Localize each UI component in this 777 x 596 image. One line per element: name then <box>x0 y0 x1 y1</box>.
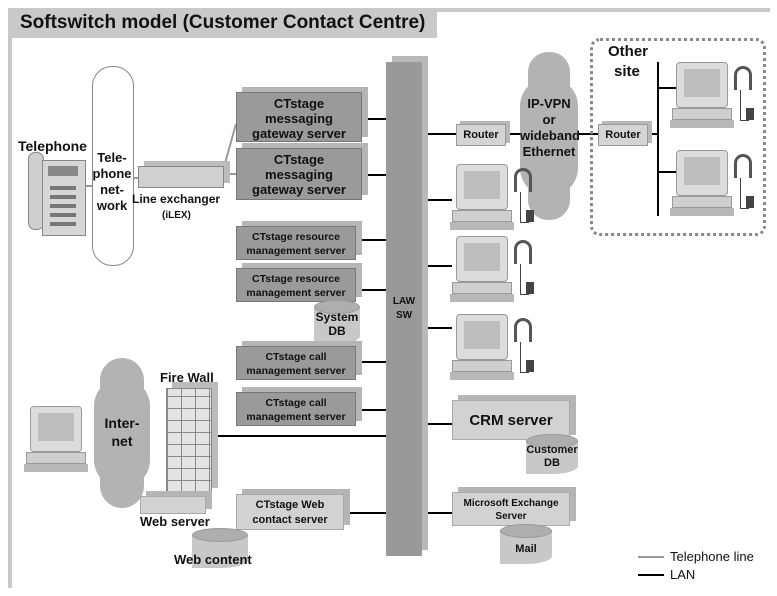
legend-telephone-line-label: Telephone line <box>670 549 754 564</box>
telephone-network-label: Tele- phone net- work <box>92 150 132 214</box>
line-exchanger-label: Line exchanger <box>132 192 220 206</box>
system-db: System DB <box>314 300 360 344</box>
legend-lan-label: LAN <box>670 567 695 582</box>
web-content-label: Web content <box>174 552 252 567</box>
ipvpn-label-1: IP-VPN <box>520 96 578 112</box>
customer-db: Customer DB <box>526 434 578 474</box>
law-sw-label-2: SW <box>386 310 422 321</box>
law-switch: LAW SW <box>386 62 422 556</box>
ipvpn-label-3: wideband <box>520 128 578 144</box>
fire-wall-label: Fire Wall <box>160 370 214 385</box>
customer-db-label-1: Customer <box>526 444 578 457</box>
line-exchanger-icon <box>138 166 224 188</box>
telephone-line <box>222 124 236 174</box>
customer-db-label-2: DB <box>526 457 578 470</box>
router-left: Router <box>456 124 506 146</box>
other-site-label: Other site <box>608 42 648 82</box>
mail-db-label: Mail <box>500 543 552 555</box>
ipvpn-label-2: or <box>520 112 578 128</box>
internet-cloud: Inter- net <box>94 358 150 508</box>
system-db-label-2: DB <box>314 324 360 338</box>
law-sw-label-1: LAW <box>386 296 422 307</box>
web-server-label: Web server <box>140 514 210 529</box>
fire-wall-icon <box>166 388 212 494</box>
telephone-icon <box>28 152 80 234</box>
ipvpn-label-4: Ethernet <box>520 144 578 160</box>
system-db-label-1: System <box>314 310 360 324</box>
mail-db: Mail <box>500 524 552 564</box>
internet-label-2: net <box>94 432 150 450</box>
web-server-box <box>140 496 206 514</box>
internet-label-1: Inter- <box>94 414 150 432</box>
ilex-label: (iLEX) <box>162 210 191 221</box>
